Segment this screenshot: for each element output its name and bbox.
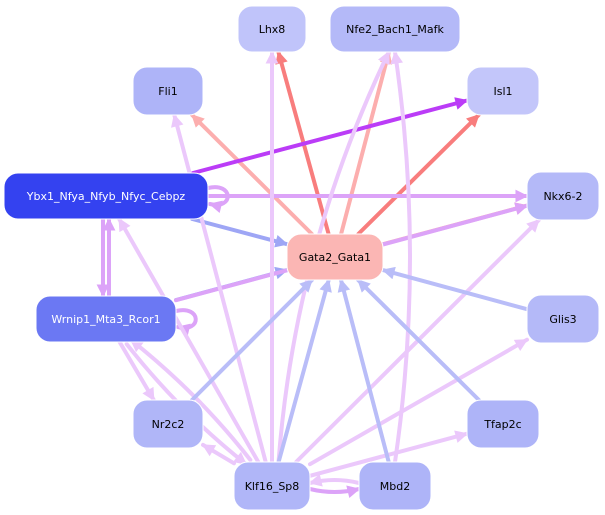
edge-Gata2_Gata1-to-Fli1 <box>190 113 314 236</box>
node-label: Fli1 <box>158 85 177 98</box>
edge-Klf16_Sp8-to-Gata2_Gata1 <box>276 278 332 464</box>
edge-Klf16_Sp8-to-Fli1 <box>171 113 268 464</box>
node-box[interactable] <box>526 294 600 344</box>
node-label: Gata2_Gata1 <box>299 251 371 264</box>
edge-Mbd2-to-Klf16_Sp8 <box>308 474 361 487</box>
edge-Wrnip1_Mta3_Rcor1-to-Nr2c2 <box>117 340 156 402</box>
edge-Mbd2-to-Nfe2_Bach1_Mafk <box>390 50 412 464</box>
node-box[interactable] <box>132 66 204 116</box>
node-Mbd2[interactable]: Mbd2 <box>358 461 432 511</box>
node-box[interactable] <box>237 5 307 53</box>
node-Nkx6-2[interactable]: Nkx6-2 <box>526 171 600 221</box>
node-Ybx1_Nfya_Nfyb_Nfyc_Cebpz[interactable]: Ybx1_Nfya_Nfyb_Nfyc_Cebpz <box>3 172 209 220</box>
node-box[interactable] <box>526 171 600 221</box>
node-Gata2_Gata1[interactable]: Gata2_Gata1 <box>286 233 384 281</box>
node-box[interactable] <box>35 295 177 343</box>
node-label: Wrnip1_Mta3_Rcor1 <box>51 313 160 326</box>
node-label: Isl1 <box>493 85 512 98</box>
node-Tfap2c[interactable]: Tfap2c <box>466 399 540 449</box>
edge-Ybx1_Nfya_Nfyb_Nfyc_Cebpz-to-Ybx1_Nfya_Nfyb_Nfyc_Cebpz <box>206 185 230 213</box>
node-Fli1[interactable]: Fli1 <box>132 66 204 116</box>
edge-Wrnip1_Mta3_Rcor1-to-Wrnip1_Mta3_Rcor1 <box>174 308 198 336</box>
node-Wrnip1_Mta3_Rcor1[interactable]: Wrnip1_Mta3_Rcor1 <box>35 295 177 343</box>
edge-Mbd2-to-Gata2_Gata1 <box>337 278 391 464</box>
node-Glis3[interactable]: Glis3 <box>526 294 600 344</box>
node-Isl1[interactable]: Isl1 <box>466 66 540 116</box>
node-Lhx8[interactable]: Lhx8 <box>237 5 307 53</box>
node-label: Nkx6-2 <box>543 190 582 203</box>
node-label: Nr2c2 <box>152 418 185 431</box>
node-box[interactable] <box>3 172 209 220</box>
node-label: Glis3 <box>549 313 576 326</box>
node-Nr2c2[interactable]: Nr2c2 <box>132 399 204 449</box>
edge-Klf16_Sp8-to-Ybx1_Nfya_Nfyb_Nfyc_Cebpz <box>117 217 261 464</box>
node-box[interactable] <box>233 461 311 511</box>
node-box[interactable] <box>132 399 204 449</box>
node-box[interactable] <box>329 5 461 53</box>
node-label: Klf16_Sp8 <box>245 480 300 493</box>
edge-Klf16_Sp8-to-Mbd2 <box>308 485 361 498</box>
node-label: Nfe2_Bach1_Mafk <box>346 23 444 36</box>
node-label: Lhx8 <box>259 23 286 36</box>
edge-Ybx1_Nfya_Nfyb_Nfyc_Cebpz-to-Isl1 <box>191 97 469 175</box>
node-box[interactable] <box>286 233 384 281</box>
edge-Nr2c2-to-Gata2_Gata1 <box>190 278 314 402</box>
node-Klf16_Sp8[interactable]: Klf16_Sp8 <box>233 461 311 511</box>
node-box[interactable] <box>466 66 540 116</box>
node-box[interactable] <box>466 399 540 449</box>
edge-Klf16_Sp8-to-Nr2c2 <box>201 442 236 466</box>
node-box[interactable] <box>358 461 432 511</box>
edge-Gata2_Gata1-to-Nfe2_Bach1_Mafk <box>339 50 393 236</box>
edge-Klf16_Sp8-to-Glis3 <box>308 337 529 467</box>
node-Nfe2_Bach1_Mafk[interactable]: Nfe2_Bach1_Mafk <box>329 5 461 53</box>
edge-Tfap2c-to-Gata2_Gata1 <box>356 278 481 402</box>
edge-Glis3-to-Gata2_Gata1 <box>381 266 529 312</box>
node-label: Mbd2 <box>380 480 410 493</box>
node-label: Ybx1_Nfya_Nfyb_Nfyc_Cebpz <box>26 190 186 203</box>
node-label: Tfap2c <box>483 418 521 431</box>
edge-Gata2_Gata1-to-Isl1 <box>356 113 481 236</box>
